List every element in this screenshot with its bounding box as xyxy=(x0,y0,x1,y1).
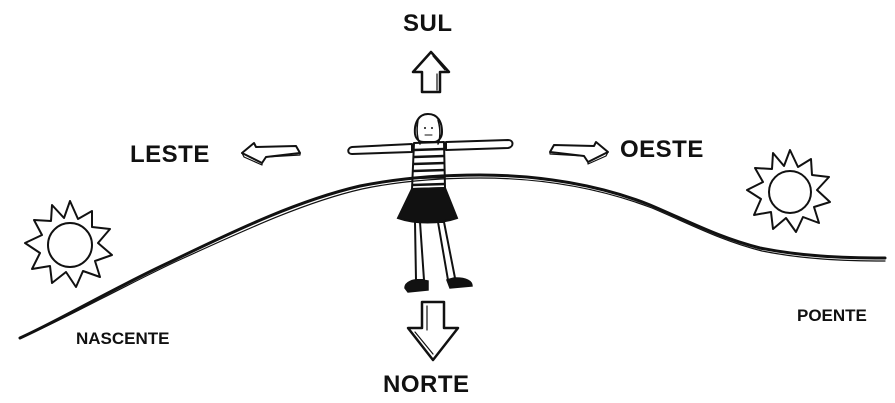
left-shoe xyxy=(404,279,429,293)
label-oeste: OESTE xyxy=(620,136,704,163)
right-leg xyxy=(437,221,456,281)
label-norte: NORTE xyxy=(383,371,470,398)
shirt-stripes xyxy=(411,147,446,187)
label-poente: POENTE xyxy=(797,306,867,325)
label-nascente: NASCENTE xyxy=(76,329,170,348)
left-arm xyxy=(347,143,413,155)
hill-horizon xyxy=(18,173,887,340)
arrow-down-icon xyxy=(406,300,460,362)
label-leste: LESTE xyxy=(130,141,210,168)
arrow-left-icon xyxy=(241,142,301,166)
hill-horizon-texture xyxy=(29,177,886,335)
sun-icon xyxy=(24,200,113,288)
right-shoe xyxy=(445,277,473,289)
person-figure xyxy=(347,113,514,293)
sun-icon xyxy=(746,149,831,233)
head xyxy=(413,113,443,143)
arrow-up-icon xyxy=(411,50,451,94)
left-leg xyxy=(414,221,425,281)
label-sul: SUL xyxy=(403,10,453,37)
skirt xyxy=(396,186,459,224)
arrow-right-icon xyxy=(549,141,609,165)
right-arm xyxy=(445,139,514,151)
